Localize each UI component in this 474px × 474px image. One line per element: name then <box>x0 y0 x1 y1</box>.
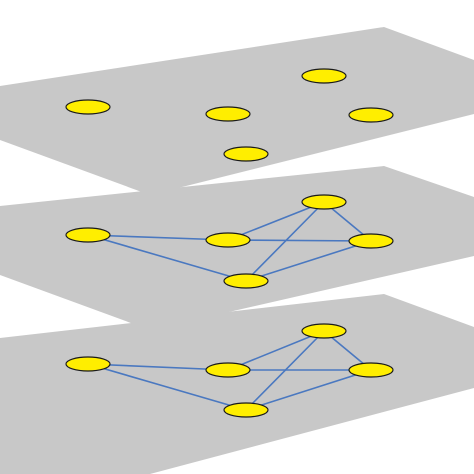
node-bottom-n2 <box>205 362 251 378</box>
node-middle-n4 <box>348 233 394 249</box>
edge-bottom-n3-n5 <box>245 330 325 411</box>
node-middle-n1 <box>65 227 111 243</box>
edge-middle-n2-n4 <box>227 239 372 242</box>
layer-plane-middle <box>0 166 474 330</box>
edge-middle-n2-n3 <box>227 201 325 241</box>
node-top-n3 <box>301 68 347 84</box>
layer-middle <box>0 166 474 330</box>
node-top-n4 <box>348 107 394 123</box>
edge-middle-n4-n5 <box>245 240 372 282</box>
edge-middle-n1-n5 <box>87 234 247 282</box>
node-bottom-n1 <box>65 356 111 372</box>
node-middle-n2 <box>205 232 251 248</box>
edge-bottom-n2-n3 <box>227 330 325 371</box>
edge-bottom-n1-n5 <box>87 363 247 411</box>
layer-top <box>0 27 474 195</box>
node-bottom-n4 <box>348 362 394 378</box>
node-top-n5 <box>223 146 269 162</box>
node-middle-n3 <box>301 194 347 210</box>
node-top-n2 <box>205 106 251 122</box>
node-bottom-n3 <box>301 323 347 339</box>
edge-bottom-n4-n5 <box>245 369 372 411</box>
layer-plane-bottom <box>0 294 474 474</box>
edge-middle-n1-n2 <box>87 234 229 241</box>
edge-bottom-n1-n2 <box>87 363 229 371</box>
node-bottom-n5 <box>223 402 269 418</box>
layer-bottom <box>0 294 474 474</box>
edge-middle-n3-n5 <box>245 201 325 282</box>
node-middle-n5 <box>223 273 269 289</box>
node-top-n1 <box>65 99 111 115</box>
